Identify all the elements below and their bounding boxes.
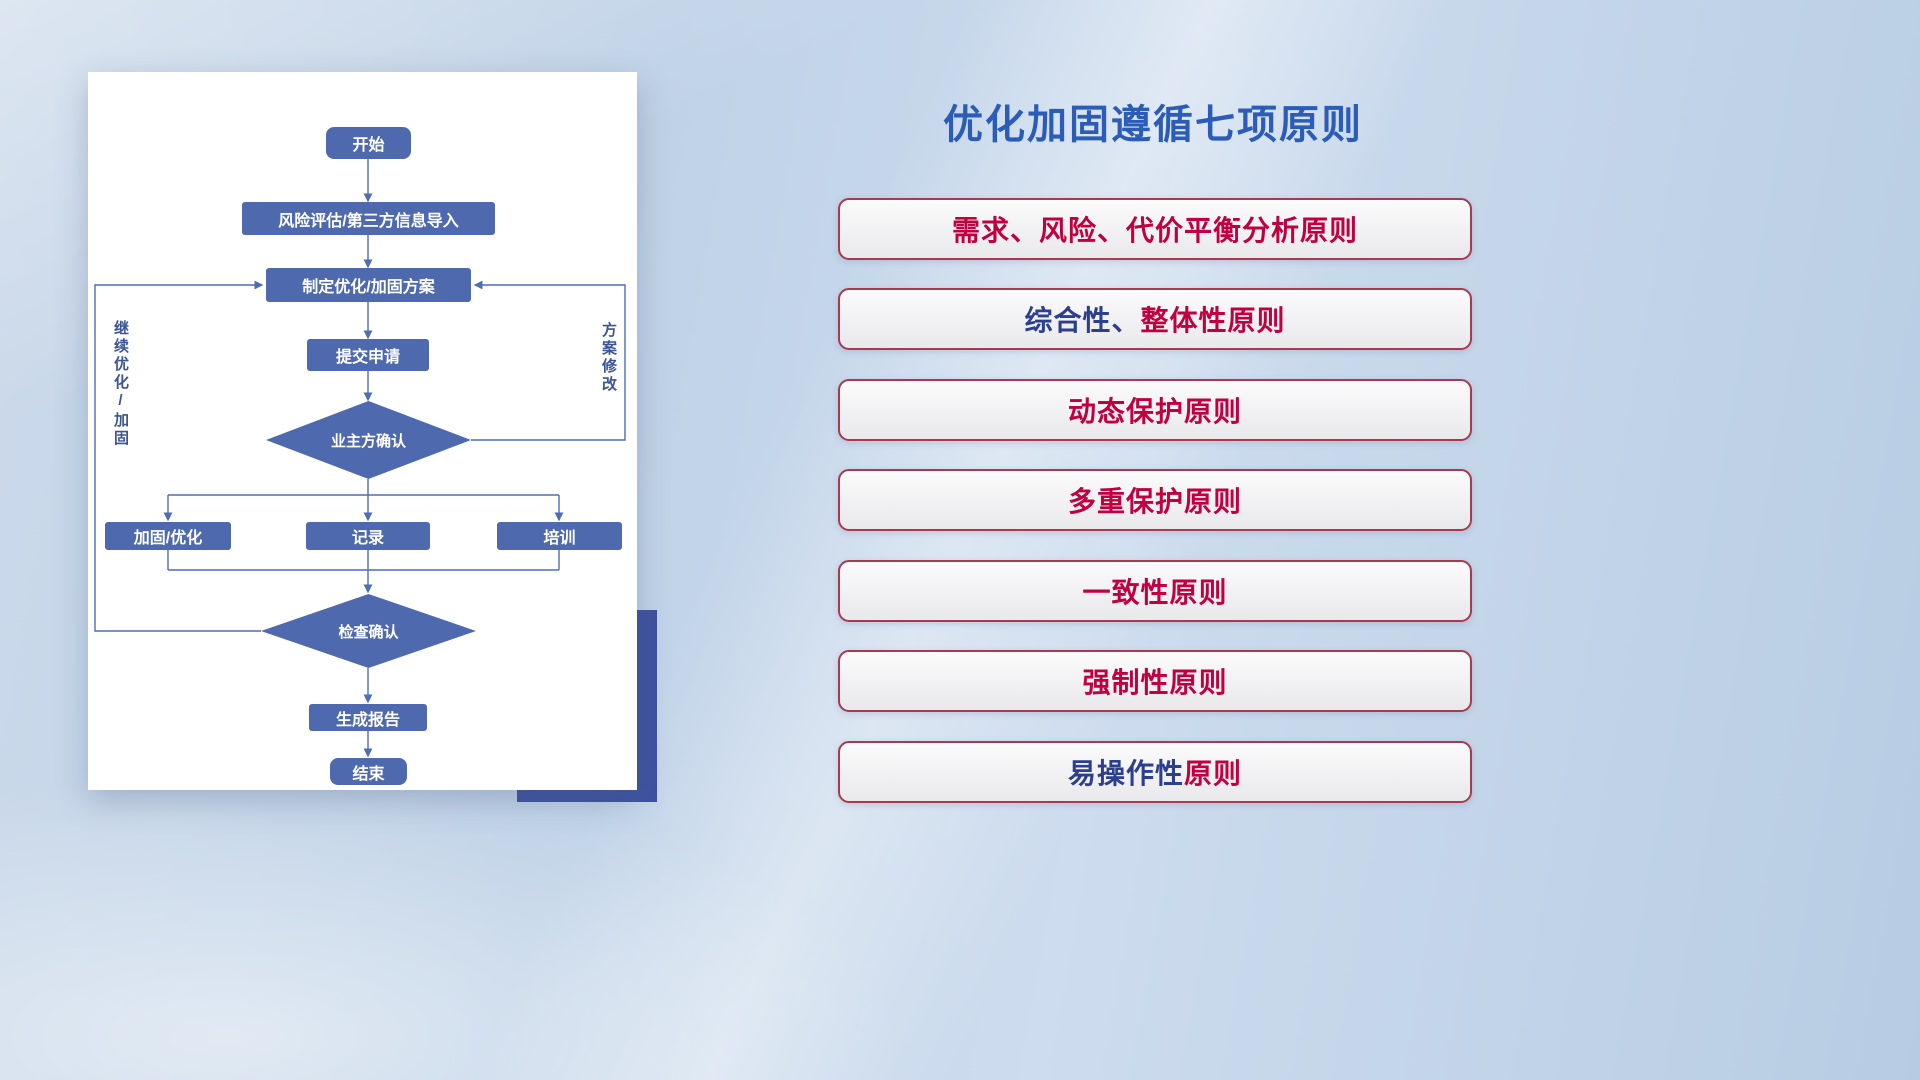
principle-item-3: 动态保护原则	[838, 379, 1472, 441]
node-harden-optimize: 加固/优化	[105, 522, 231, 550]
node-training: 培训	[497, 522, 622, 550]
principle-item-4: 多重保护原则	[838, 469, 1472, 531]
principle-item-1: 需求、风险、代价平衡分析原则	[838, 198, 1472, 260]
principle-4-text-red: 多重保护原则	[1067, 486, 1242, 517]
principle-5-text-red: 一致性原则	[1082, 577, 1228, 608]
principle-3-text-red: 动态保护原则	[1067, 396, 1242, 427]
principle-item-6: 强制性原则	[838, 650, 1472, 712]
principle-7-text-red: 原则	[1184, 758, 1243, 789]
flowchart-card: 开始 风险评估/第三方信息导入 制定优化/加固方案 提交申请 业主方确认 加固/…	[88, 72, 637, 790]
edge-label-continue-optimize: 继续优化/加固	[112, 320, 129, 448]
principle-2-text-blue: 综合性、	[1024, 305, 1141, 336]
principles-title: 优化加固遵循七项原则	[943, 103, 1363, 147]
principle-2-text-red: 整体性原则	[1140, 305, 1286, 336]
principle-item-5: 一致性原则	[838, 560, 1472, 622]
principle-item-2: 综合性、 整体性原则	[838, 288, 1472, 350]
node-end: 结束	[330, 758, 407, 785]
node-generate-report: 生成报告	[309, 704, 427, 731]
node-start: 开始	[326, 127, 411, 159]
principle-6-text-red: 强制性原则	[1082, 667, 1228, 698]
node-make-plan: 制定优化/加固方案	[266, 268, 471, 302]
principle-item-7: 易操作性 原则	[838, 741, 1472, 803]
flowchart-connectors	[94, 159, 626, 758]
principle-1-text-red: 需求、风险、代价平衡分析原则	[951, 215, 1358, 246]
node-submit-request: 提交申请	[307, 339, 429, 371]
node-record: 记录	[306, 522, 430, 550]
principle-7-text-blue: 易操作性	[1067, 758, 1184, 789]
edge-label-plan-revision: 方案修改	[600, 322, 617, 394]
node-risk-assessment: 风险评估/第三方信息导入	[242, 202, 495, 235]
